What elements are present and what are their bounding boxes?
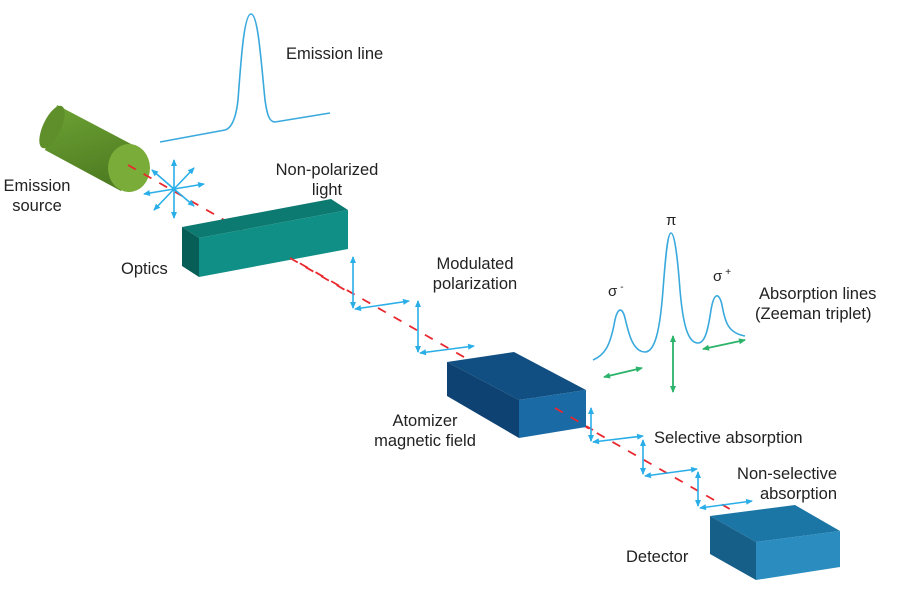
emission-source-cylinder bbox=[39, 105, 150, 192]
light-beam bbox=[127, 164, 736, 513]
emission-line-curve bbox=[159, 13, 331, 143]
absorption-lines-label: Absorption lines (Zeeman triplet) bbox=[755, 284, 877, 324]
atomizer-label: Atomizer magnetic field bbox=[362, 411, 488, 451]
absorption-lines-curve bbox=[592, 232, 746, 361]
sigma-minus-symbol: σ- bbox=[608, 282, 624, 300]
non-polarized-label: Non-polarized light bbox=[262, 160, 392, 200]
pi-symbol: π bbox=[666, 212, 677, 229]
emission-source-label: Emission source bbox=[2, 176, 72, 216]
detector-box bbox=[710, 505, 840, 580]
sigma-minus-letter: σ bbox=[608, 283, 618, 300]
emission-source-label-line1: Emission bbox=[3, 177, 71, 195]
zeeman-polarization-arrows-icon bbox=[603, 335, 746, 393]
sigma-plus-sign: + bbox=[725, 267, 732, 278]
non-polarized-arrows-icon bbox=[143, 159, 205, 219]
atomizer-box bbox=[447, 352, 586, 438]
atomizer-label-line2: magnetic field bbox=[374, 432, 476, 450]
non-selective-label-line1: Non-selective bbox=[737, 465, 837, 483]
emission-line-label: Emission line bbox=[286, 45, 384, 63]
atomizer-label-line1: Atomizer bbox=[392, 412, 458, 430]
sigma-minus-sign: - bbox=[620, 282, 624, 293]
modulated-label-line2: polarization bbox=[432, 275, 518, 293]
modulated-label-line1: Modulated bbox=[436, 255, 514, 273]
absorption-label-line1: Absorption lines bbox=[759, 285, 877, 303]
sigma-plus-letter: σ bbox=[713, 268, 723, 285]
modulated-polarization-arrows-icon bbox=[350, 256, 475, 356]
non-selective-label-line2: absorption bbox=[759, 485, 837, 503]
selective-absorption-label: Selective absorption bbox=[654, 429, 803, 447]
modulated-polarization-label: Modulated polarization bbox=[419, 254, 531, 294]
non-selective-absorption-label: Non-selective absorption bbox=[712, 464, 837, 504]
sigma-plus-symbol: σ+ bbox=[713, 267, 731, 285]
non-polarized-label-line2: light bbox=[311, 181, 343, 199]
emission-source-label-line2: source bbox=[12, 197, 62, 215]
absorption-label-line2: (Zeeman triplet) bbox=[755, 305, 872, 323]
non-polarized-label-line1: Non-polarized bbox=[275, 161, 379, 179]
selective-absorption-arrows-icon bbox=[588, 407, 753, 511]
detector-label: Detector bbox=[626, 548, 689, 566]
optics-label: Optics bbox=[121, 260, 168, 278]
optics-box bbox=[182, 199, 348, 277]
